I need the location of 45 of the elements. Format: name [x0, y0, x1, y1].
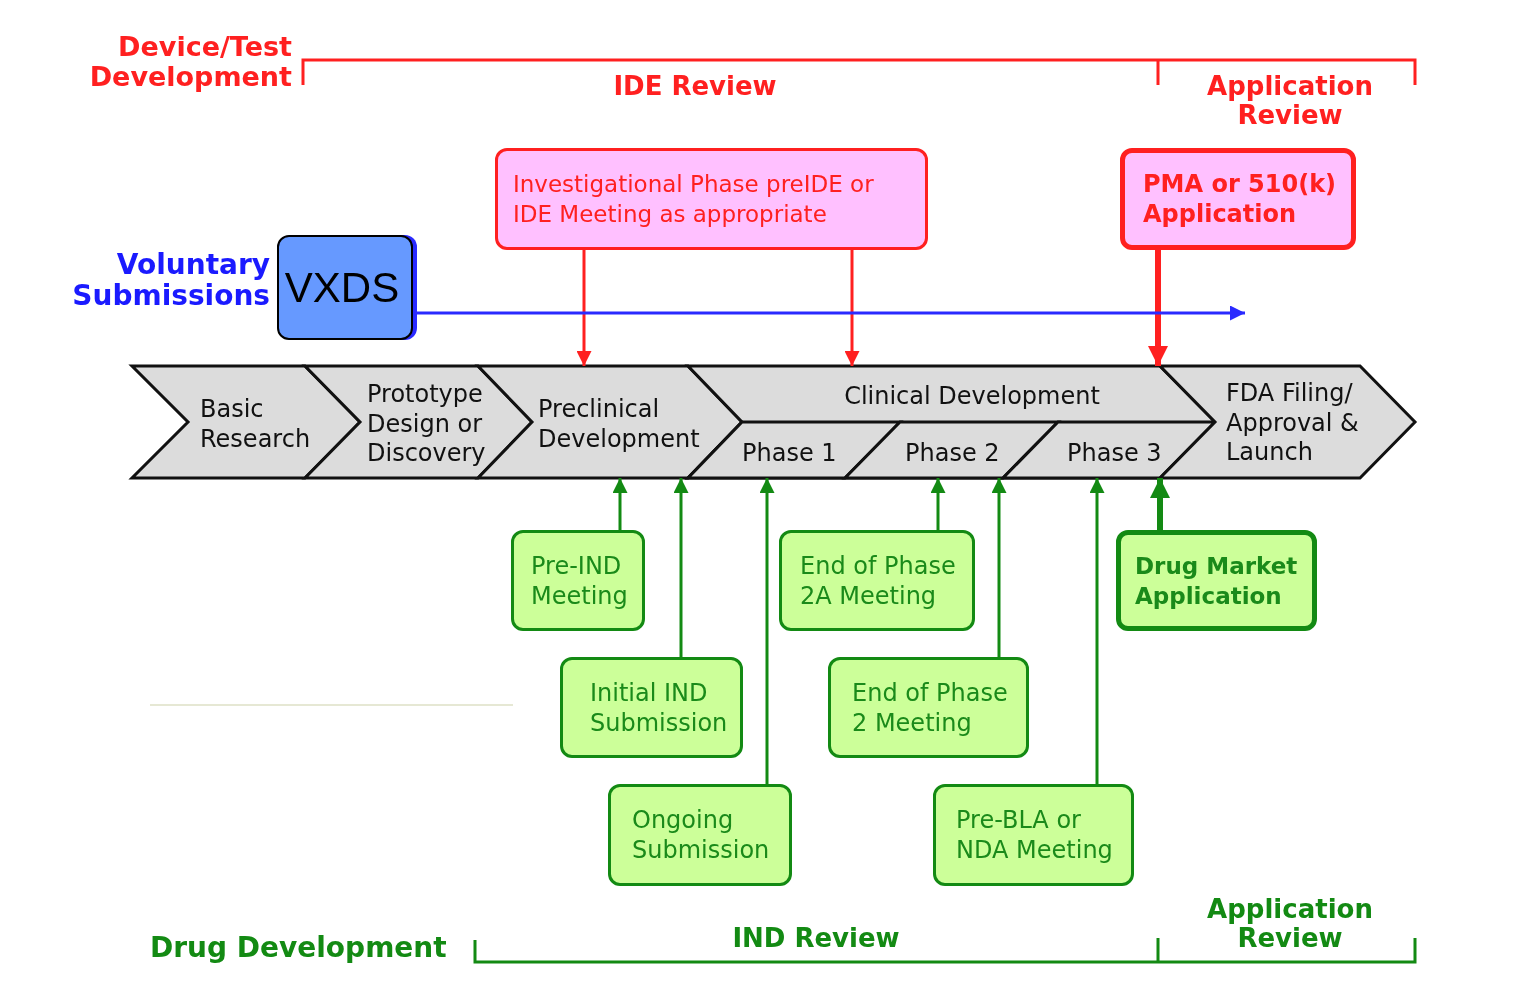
section-heading: Device/Test Development	[88, 32, 292, 92]
milestone-box	[933, 784, 1134, 886]
section-heading: IDE Review	[612, 72, 778, 101]
milestone-box	[828, 657, 1029, 758]
arrow	[673, 478, 689, 657]
arrow	[930, 478, 946, 530]
stage-label: Prototype Design or Discovery	[367, 380, 487, 469]
stage-label: FDA Filing/ Approval & Launch	[1226, 379, 1360, 468]
milestone-box	[779, 530, 975, 631]
milestone-box	[1116, 530, 1317, 631]
arrow	[1089, 478, 1105, 784]
arrow	[612, 478, 628, 530]
stage-label: Phase 1	[742, 438, 838, 468]
box-label: Pre-BLA or NDA Meeting	[956, 805, 1114, 865]
arrow	[991, 478, 1007, 657]
section-heading: IND Review	[731, 924, 901, 953]
box-label: Investigational Phase preIDE or IDE Meeting as appropriate	[513, 170, 875, 229]
milestone-box	[511, 530, 645, 631]
section-heading: Drug Development	[150, 932, 448, 963]
section-heading: Application Review	[1206, 72, 1374, 130]
meeting-box	[1120, 148, 1356, 250]
stage-label: Preclinical Development	[538, 394, 701, 454]
meeting-box	[495, 148, 928, 250]
box-label: Ongoing Submission	[632, 805, 771, 865]
arrow	[844, 250, 860, 366]
stage-label: Basic Research	[200, 394, 312, 454]
arrow	[1148, 250, 1168, 366]
section-heading: Voluntary Submissions	[71, 249, 270, 311]
stage-label: Phase 3	[1067, 438, 1163, 468]
arrow	[1150, 478, 1170, 530]
stage-label: Phase 2	[905, 438, 1001, 468]
box-label: Initial IND Submission	[590, 677, 729, 738]
box-label: Drug Market Application	[1135, 551, 1299, 611]
box-label: End of Phase 2A Meeting	[800, 550, 957, 611]
arrow	[759, 478, 775, 784]
milestone-box	[608, 784, 792, 886]
box-label: PMA or 510(k) Application	[1143, 169, 1338, 229]
milestone-box	[560, 657, 743, 758]
arrow	[576, 250, 592, 366]
arrow	[415, 305, 1245, 321]
stage-label: Clinical Development	[843, 381, 1101, 411]
section-heading: Application Review	[1206, 895, 1374, 953]
box-label: End of Phase 2 Meeting	[852, 677, 1009, 738]
box-label: VXDS	[284, 272, 400, 303]
box-label: Pre-IND Meeting	[531, 550, 629, 611]
